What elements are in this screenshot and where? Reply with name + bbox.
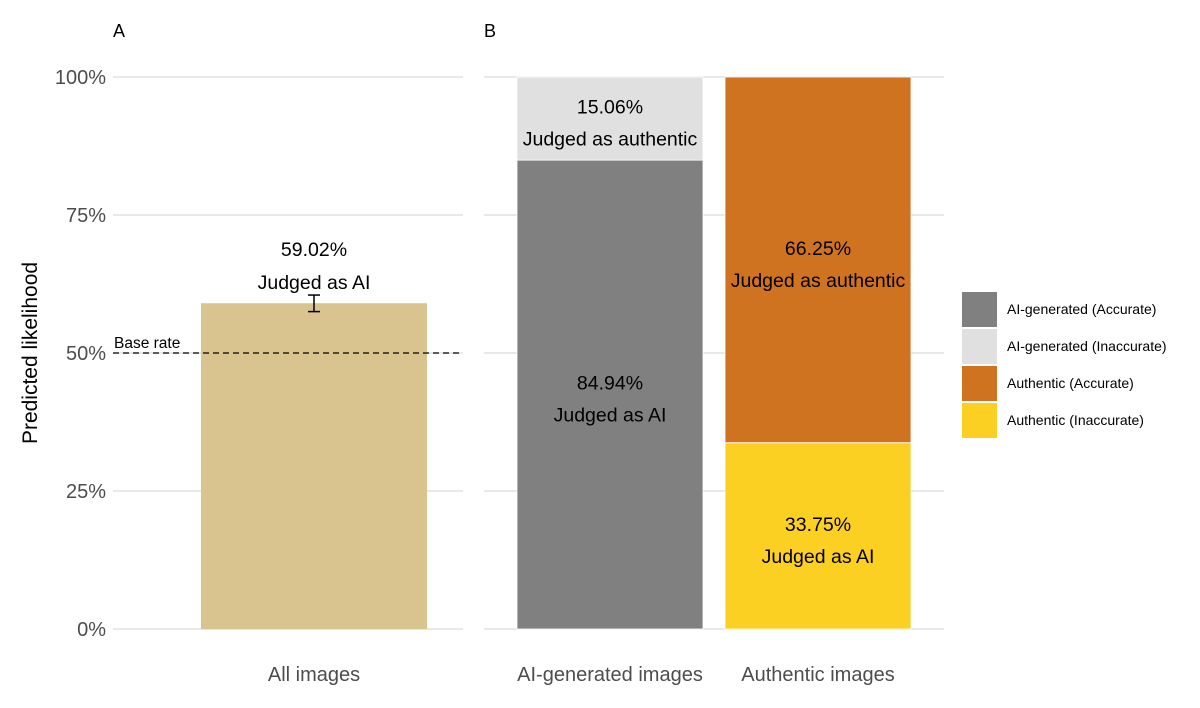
segment-value-label: 33.75% — [785, 514, 851, 536]
legend-label: AI-generated (Accurate) — [1007, 301, 1156, 317]
segment-text-label: Judged as authentic — [731, 270, 906, 292]
segment-value-label: 66.25% — [785, 238, 851, 260]
legend-swatch — [962, 366, 997, 401]
data-label-text: Judged as AI — [258, 272, 371, 294]
legend: AI-generated (Accurate) AI-generated (Ina… — [962, 292, 1167, 438]
panel-a-label: A — [113, 21, 125, 41]
x-category-label: Authentic images — [741, 664, 894, 686]
legend-swatch — [962, 329, 997, 364]
segment-text-label: Judged as authentic — [523, 129, 698, 151]
segment-text-label: Judged as AI — [762, 546, 875, 568]
stacked-bar-segment — [516, 76, 704, 161]
y-axis-title: Predicted likelihood — [19, 262, 42, 444]
y-tick-label: 75% — [66, 205, 106, 227]
x-category-label: AI-generated images — [517, 664, 703, 686]
segment-text-label: Judged as AI — [554, 405, 667, 427]
legend-swatch — [962, 403, 997, 438]
y-tick-label: 50% — [66, 343, 106, 365]
bar-all-images — [201, 303, 427, 629]
y-tick-label: 100% — [55, 67, 106, 89]
chart-marks — [113, 76, 912, 630]
data-label-value: 59.02% — [281, 239, 347, 261]
stacked-bar-segment — [724, 442, 912, 630]
stacked-bar-segment — [516, 159, 704, 630]
x-category-label: All images — [268, 664, 360, 686]
y-tick-label: 25% — [66, 481, 106, 503]
base-rate-label: Base rate — [114, 335, 180, 352]
segment-value-label: 84.94% — [577, 373, 643, 395]
stacked-bar-segment — [724, 76, 912, 444]
legend-label: AI-generated (Inaccurate) — [1007, 338, 1167, 354]
y-tick-label: 0% — [77, 619, 106, 641]
legend-label: Authentic (Inaccurate) — [1007, 412, 1144, 428]
panel-b-label: B — [484, 21, 496, 41]
chart-labels: 0% 25% 50% 75% 100% Base rate 59.02% Judged as … — [55, 67, 906, 686]
legend-swatch — [962, 292, 997, 327]
segment-value-label: 15.06% — [577, 97, 643, 119]
legend-label: Authentic (Accurate) — [1007, 375, 1134, 391]
